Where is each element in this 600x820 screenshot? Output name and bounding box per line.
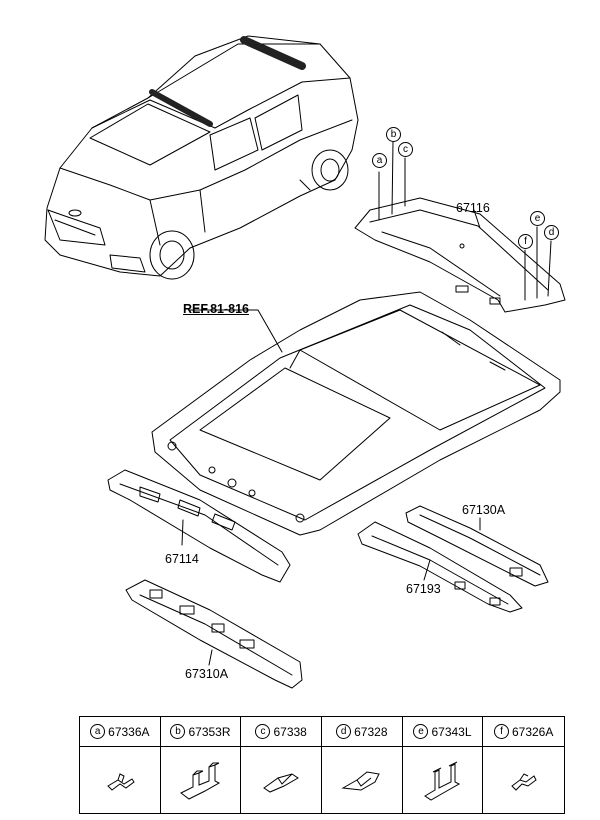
part-label-67114[interactable]: 67114 xyxy=(165,552,199,566)
legend-header-b[interactable]: b 67353R xyxy=(160,717,242,747)
legend-cell-a[interactable] xyxy=(80,747,161,813)
callout-d[interactable]: d xyxy=(544,225,559,240)
legend-letter: a xyxy=(90,724,106,739)
callout-f[interactable]: f xyxy=(518,234,533,249)
legend-header-a[interactable]: a 67336A xyxy=(80,717,161,747)
legend-cell-c[interactable] xyxy=(241,747,322,813)
callout-b[interactable]: b xyxy=(386,127,401,142)
legend-part-number: 67336A xyxy=(108,724,150,739)
legend-part-number: 67338 xyxy=(273,724,307,739)
legend-header-d[interactable]: d 67328 xyxy=(321,717,403,747)
roof-parts-diagram xyxy=(44,35,566,689)
legend-cell-e[interactable] xyxy=(403,747,484,813)
clip-f-icon xyxy=(510,773,537,791)
clip-c-icon xyxy=(263,773,300,793)
legend-header-c[interactable]: c 67338 xyxy=(241,717,322,747)
legend-letter: b xyxy=(170,724,186,739)
legend-letter: d xyxy=(336,724,352,739)
part-label-67193[interactable]: 67193 xyxy=(406,582,441,596)
legend-letter: e xyxy=(413,724,429,739)
legend-cell-d[interactable] xyxy=(322,747,403,813)
clip-d-icon xyxy=(341,771,380,791)
legend-cell-f[interactable] xyxy=(483,747,564,813)
part-label-67130a[interactable]: 67130A xyxy=(462,503,506,517)
callout-e[interactable]: e xyxy=(530,211,545,226)
legend-cell-b[interactable] xyxy=(161,747,242,813)
front-rail-drawing xyxy=(107,469,291,583)
part-label-67310a[interactable]: 67310A xyxy=(185,667,229,681)
legend-header-e[interactable]: e 67343L xyxy=(402,717,484,747)
callout-a[interactable]: a xyxy=(372,153,387,168)
bracket-b-icon xyxy=(180,762,221,800)
legend-letter: f xyxy=(493,724,509,739)
callout-c[interactable]: c xyxy=(398,142,413,157)
legend-header-f[interactable]: f 67326A xyxy=(483,717,564,747)
roof-lining-drawing xyxy=(354,197,566,313)
legend-part-number: 67343L xyxy=(431,724,472,739)
legend-part-number: 67326A xyxy=(511,724,554,739)
vehicle-illustration xyxy=(44,35,359,280)
legend-part-number: 67353R xyxy=(188,724,231,739)
part-label-67116[interactable]: 67116 xyxy=(456,201,490,215)
legend-letter: c xyxy=(255,724,271,739)
clip-a-icon xyxy=(107,773,135,791)
reference-label[interactable]: REF.81-816 xyxy=(183,302,250,316)
center-bow-drawing xyxy=(405,505,549,587)
roof-panel-drawing xyxy=(151,291,561,536)
bracket-e-icon xyxy=(424,761,461,801)
front-bracket-drawing xyxy=(125,579,303,689)
legend-part-number: 67328 xyxy=(354,724,388,739)
fastener-legend-table: a 67336A b 67353R c 67338 d 67328 e 6734… xyxy=(79,716,565,814)
